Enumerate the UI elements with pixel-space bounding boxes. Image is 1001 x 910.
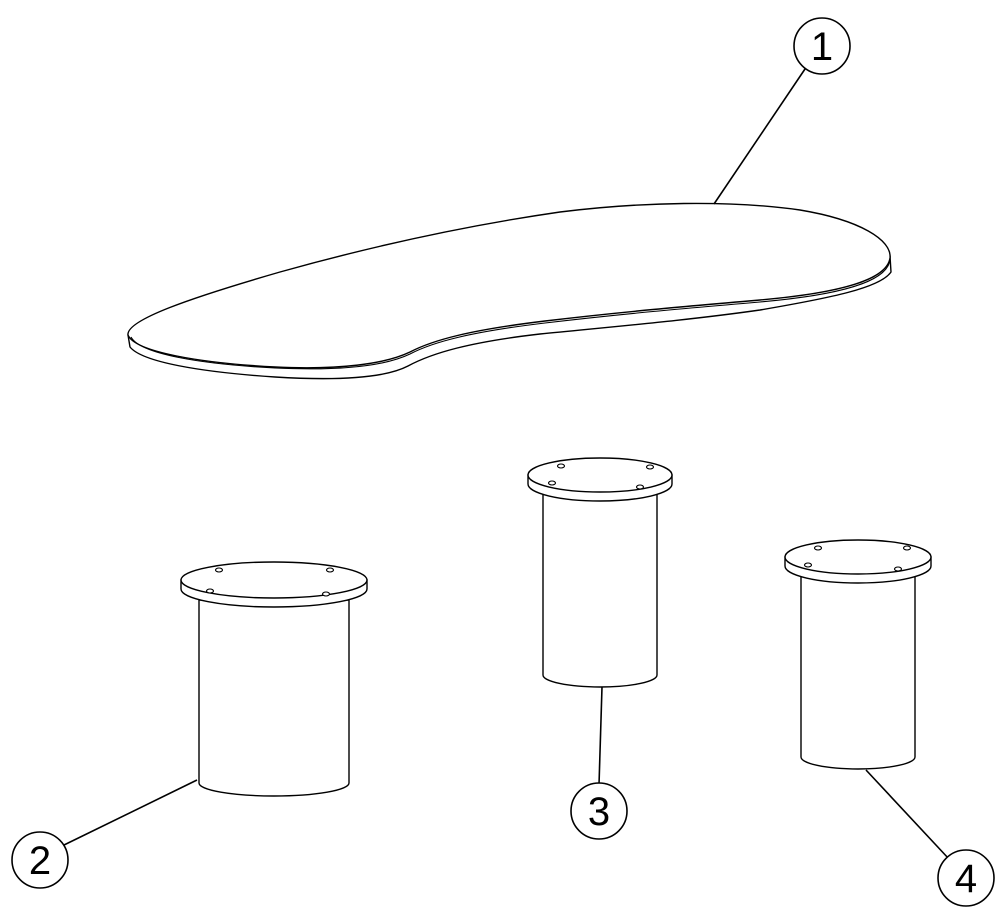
callout-leader-1 — [713, 68, 806, 205]
callout-4: 4 — [937, 849, 995, 907]
tabletop-part — [127, 202, 892, 380]
callout-1-label: 1 — [811, 25, 833, 69]
callout-3-label: 3 — [588, 790, 610, 834]
pedestal-part-middle — [527, 457, 673, 688]
callout-leader-4 — [865, 769, 950, 860]
callout-2: 2 — [11, 831, 69, 889]
pedestal-part-left — [180, 561, 368, 797]
callout-4-label: 4 — [955, 857, 977, 901]
callout-3: 3 — [570, 782, 628, 840]
callout-leader-2 — [63, 779, 198, 846]
pedestal-part-right — [784, 539, 932, 770]
callout-leader-3 — [598, 686, 603, 786]
callout-2-label: 2 — [29, 839, 51, 883]
callout-1: 1 — [793, 17, 851, 75]
